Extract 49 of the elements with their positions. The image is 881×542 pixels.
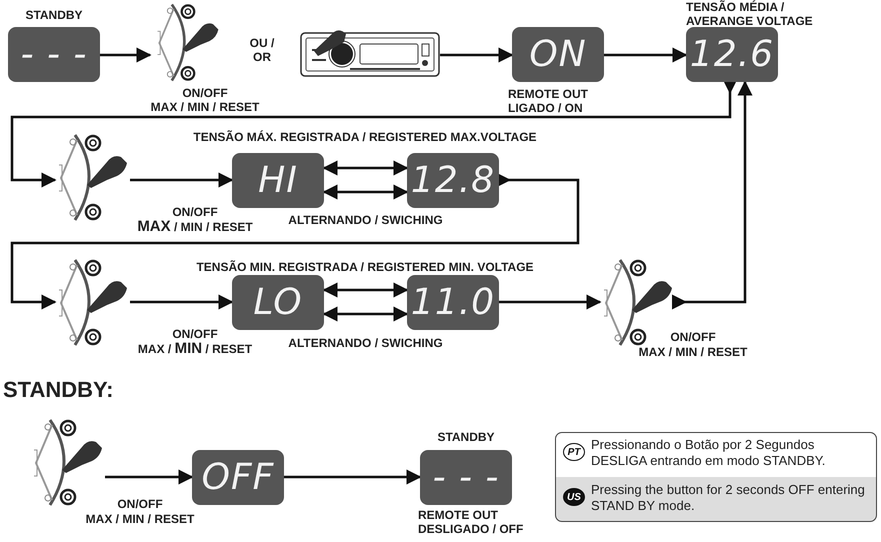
arrow bbox=[105, 470, 194, 484]
note-text: Pressing the button for 2 seconds OFF entering STAND BY mode. bbox=[591, 482, 866, 514]
note-text: Pressionando o Botão por 2 Segundos DESLIGA entrando em modo STANDBY. bbox=[591, 437, 826, 469]
language-badge: PT bbox=[563, 443, 585, 461]
caption-text: ON/OFF bbox=[116, 497, 164, 511]
caption-text: MAX / MIN / RESET bbox=[84, 512, 196, 526]
arrow bbox=[284, 470, 422, 484]
arrow bbox=[100, 48, 152, 62]
arrow bbox=[322, 306, 408, 322]
caption-text: TENSÃO MIN. REGISTRADA / REGISTERED MIN. VOLTAGE bbox=[195, 260, 535, 274]
arrow bbox=[322, 184, 408, 200]
arrow bbox=[604, 48, 688, 62]
display-screen: HI bbox=[232, 153, 324, 208]
caption-text: ON/OFF bbox=[171, 327, 219, 341]
caption-text: MAX / MIN / RESET bbox=[136, 220, 254, 234]
caption-text: ON/OFF bbox=[669, 330, 717, 344]
display-screen: OFF bbox=[192, 450, 284, 505]
caption-text: TENSÃO MÁX. REGISTRADA / REGISTERED MAX.VOLTAGE bbox=[192, 130, 538, 144]
display-screen: 11.0 bbox=[407, 275, 499, 330]
caption-text: STANDBY bbox=[24, 8, 84, 22]
display-screen: - - - bbox=[8, 27, 100, 82]
arrow bbox=[130, 294, 234, 310]
caption-text: REMOTE OUT DESLIGADO / OFF bbox=[418, 508, 524, 536]
arrow bbox=[10, 172, 580, 310]
caption-text: MAX / MIN / RESET bbox=[638, 345, 748, 359]
arrow bbox=[10, 79, 738, 188]
language-badge: US bbox=[563, 488, 585, 506]
display-screen: - - - bbox=[420, 450, 512, 505]
arrow bbox=[440, 48, 514, 62]
caption-text: MAX / MIN / RESET bbox=[136, 342, 254, 356]
arrow bbox=[130, 172, 234, 188]
arrow bbox=[322, 160, 408, 176]
display-screen: LO bbox=[232, 275, 324, 330]
display-screen: ON bbox=[512, 27, 604, 82]
arrow bbox=[322, 282, 408, 298]
caption-text: MAX / MIN / RESET bbox=[150, 100, 260, 114]
caption-text: TENSÃO MÉDIA / AVERANGE VOLTAGE bbox=[686, 0, 814, 28]
caption-text: OU / OR bbox=[248, 36, 276, 64]
arrow bbox=[499, 294, 602, 310]
caption-text: ON/OFF bbox=[171, 205, 219, 219]
caption-text: STANDBY bbox=[436, 430, 496, 444]
arrow bbox=[672, 80, 752, 310]
caption-text: REMOTE OUT LIGADO / ON bbox=[508, 87, 589, 115]
car-radio-drawing bbox=[300, 30, 440, 78]
display-screen: 12.8 bbox=[407, 153, 499, 208]
section-heading: STANDBY: bbox=[3, 378, 114, 402]
caption-text: ON/OFF bbox=[181, 86, 229, 100]
display-screen: 12.6 bbox=[686, 27, 778, 82]
note-box bbox=[555, 432, 877, 522]
